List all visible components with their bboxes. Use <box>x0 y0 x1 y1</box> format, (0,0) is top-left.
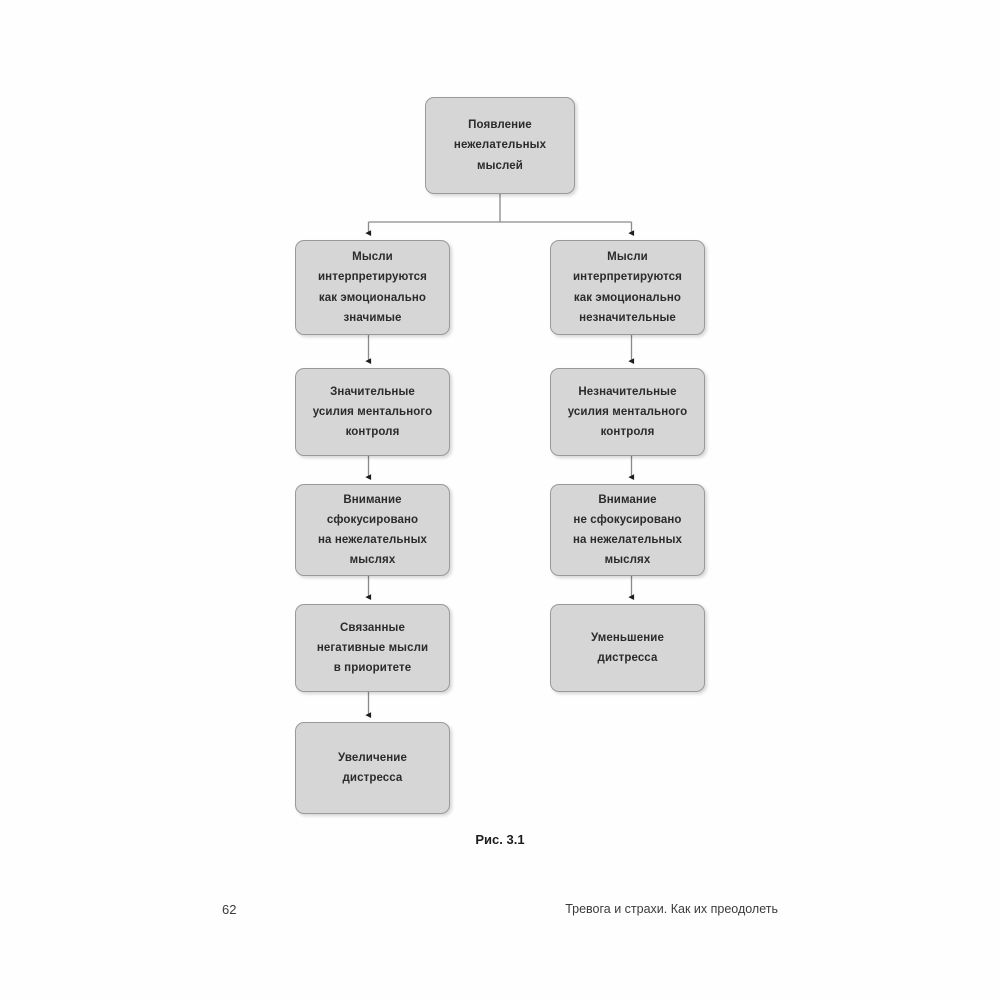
flow-node-right-1-label: Мысли интерпретируются как эмоционально … <box>573 251 682 324</box>
flow-node-left-3-label: Внимание сфокусировано на нежелательных … <box>318 493 427 567</box>
running-title: Тревога и страхи. Как их преодолеть <box>565 902 778 916</box>
flow-node-right-4-label: Уменьшение дистресса <box>591 631 664 664</box>
flow-node-right-3-label: Внимание не сфокусировано на нежелательн… <box>573 493 682 567</box>
flow-node-root[interactable]: Появление нежелательных мыслей <box>425 97 575 194</box>
flow-node-right-3[interactable]: Внимание не сфокусировано на нежелательн… <box>550 484 705 576</box>
flow-node-left-2-label: Значительные усилия ментального контроля <box>312 385 433 439</box>
flow-node-left-3[interactable]: Внимание сфокусировано на нежелательных … <box>295 484 450 576</box>
flow-node-root-label: Появление нежелательных мыслей <box>453 119 547 172</box>
flow-node-left-5[interactable]: Увеличение дистресса <box>295 722 450 814</box>
flow-node-left-2[interactable]: Значительные усилия ментального контроля <box>295 368 450 456</box>
flow-node-left-4[interactable]: Связанные негативные мысли в приоритете <box>295 604 450 692</box>
flow-node-left-5-label: Увеличение дистресса <box>338 751 407 784</box>
figure-caption: Рис. 3.1 <box>475 832 525 847</box>
flow-node-right-1[interactable]: Мысли интерпретируются как эмоционально … <box>550 240 705 335</box>
flow-node-right-2-label: Незначительные усилия ментального контро… <box>567 385 688 439</box>
flow-node-left-1[interactable]: Мысли интерпретируются как эмоционально … <box>295 240 450 335</box>
flow-node-left-4-label: Связанные негативные мысли в приоритете <box>316 621 429 675</box>
flow-node-right-2[interactable]: Незначительные усилия ментального контро… <box>550 368 705 456</box>
page-footer: 62 Тревога и страхи. Как их преодолеть <box>0 902 1000 926</box>
flow-node-left-1-label: Мысли интерпретируются как эмоционально … <box>318 251 427 324</box>
flowchart-figure: Появление нежелательных мыслей Мысли инт… <box>295 97 705 814</box>
page-number: 62 <box>222 902 237 917</box>
flow-node-right-4[interactable]: Уменьшение дистресса <box>550 604 705 692</box>
